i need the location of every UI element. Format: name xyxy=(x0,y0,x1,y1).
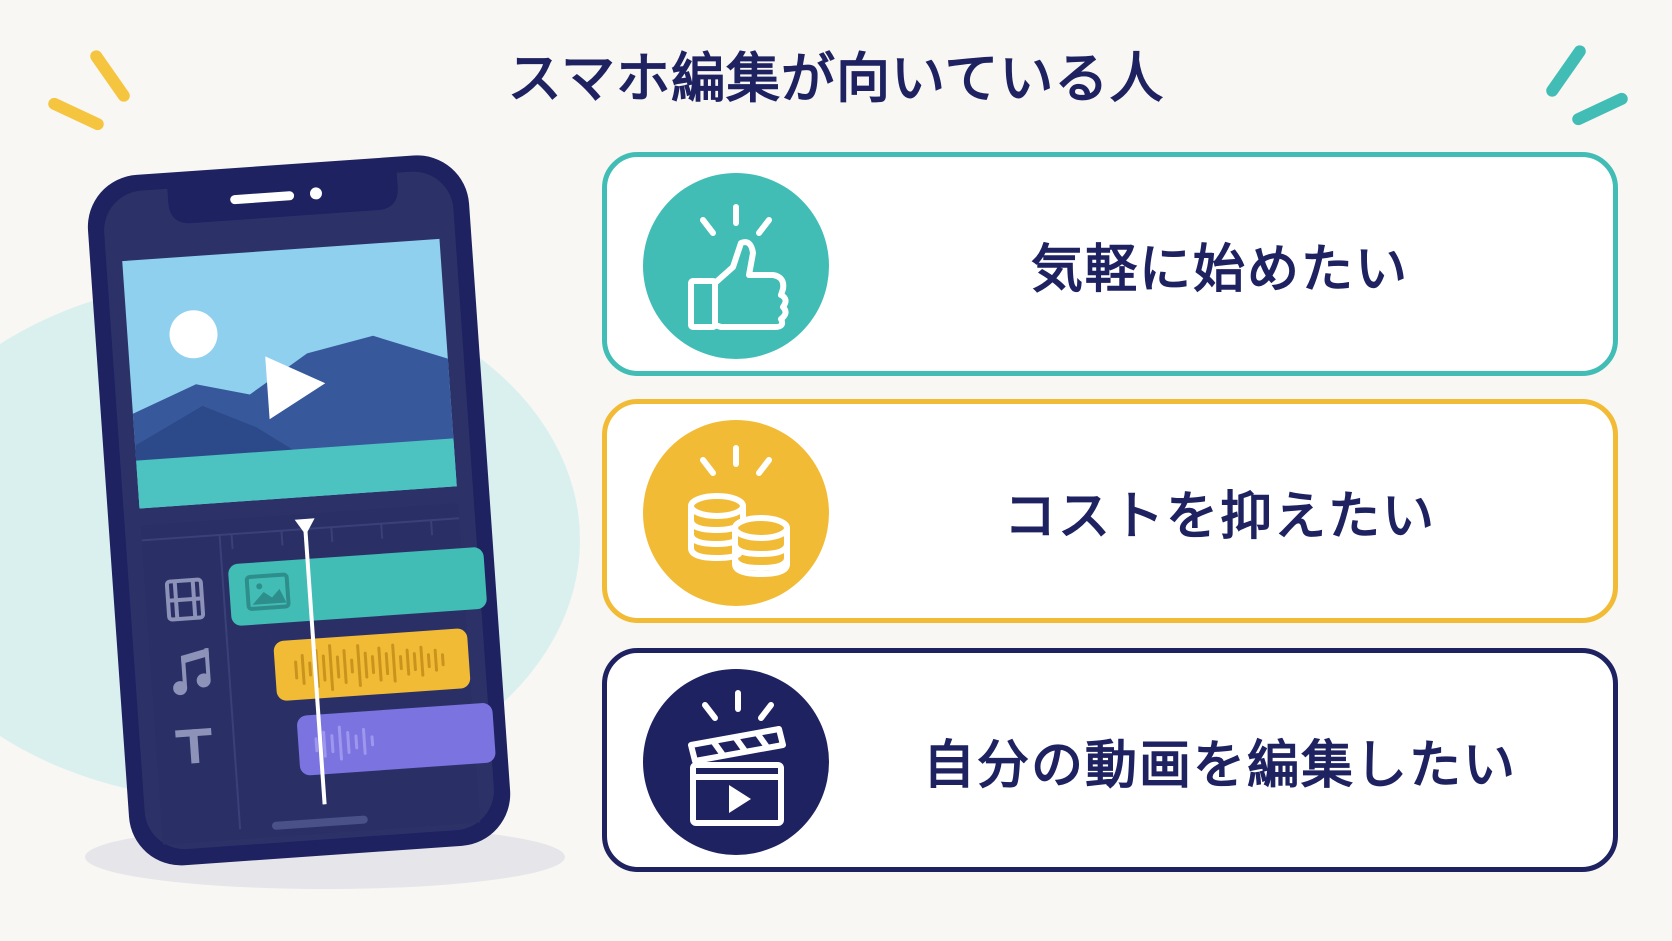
text-icon xyxy=(175,728,212,764)
playhead xyxy=(294,518,327,805)
text-clip-track xyxy=(297,703,496,776)
video-clip-track xyxy=(228,547,487,626)
image-icon xyxy=(244,572,291,611)
music-note-icon xyxy=(173,648,211,696)
phone-illustration xyxy=(0,0,620,941)
card-label: 気軽に始めたい xyxy=(1030,239,1409,300)
reason-card-low-cost: コストを抑えたい xyxy=(602,399,1618,623)
thumbs-up-icon xyxy=(688,204,789,330)
coins-icon xyxy=(688,445,790,578)
clapperboard-icon-badge xyxy=(643,669,829,855)
card-label: 自分の動画を編集したい xyxy=(922,735,1517,796)
clapperboard-icon xyxy=(688,690,786,826)
video-preview xyxy=(122,238,457,509)
slide-title: スマホ編集が向いている人 xyxy=(507,47,1165,110)
film-icon xyxy=(164,577,206,622)
play-icon xyxy=(265,356,326,420)
reason-card-edit-own-video: 自分の動画を編集したい xyxy=(602,648,1618,872)
coins-icon-badge xyxy=(643,420,829,606)
reason-card-easy-start: 気軽に始めたい xyxy=(602,152,1618,376)
card-label: コストを抑えたい xyxy=(1003,486,1436,547)
home-indicator xyxy=(271,815,368,830)
thumbs-up-icon-badge xyxy=(643,173,829,359)
